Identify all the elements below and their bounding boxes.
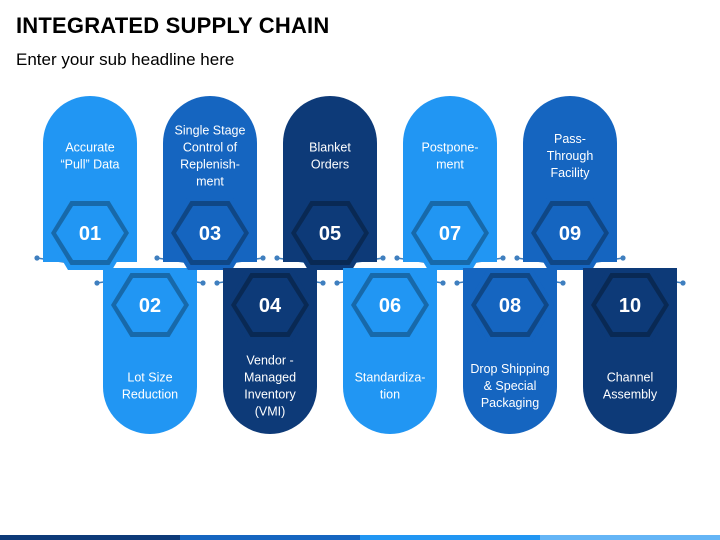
- hexagon-inner: [536, 206, 604, 260]
- step-label-line: Managed: [244, 371, 296, 385]
- step-label-line: Vendor -: [246, 354, 293, 368]
- footer-bar: [0, 535, 720, 540]
- step-label-line: Orders: [311, 158, 349, 172]
- step-label-line: “Pull” Data: [60, 158, 119, 172]
- hexagon-inner: [116, 278, 184, 332]
- step-label-line: Drop Shipping: [470, 362, 549, 376]
- step-number: 05: [319, 223, 341, 245]
- page-title: INTEGRATED SUPPLY CHAIN: [16, 13, 330, 38]
- connector-dot: [334, 280, 340, 286]
- connector-dot: [214, 280, 220, 286]
- connector-dot: [500, 255, 506, 261]
- step-label-line: Standardiza-: [355, 371, 426, 385]
- connector-dot: [154, 255, 160, 261]
- step-number: 07: [439, 223, 461, 245]
- step-label-line: Single Stage: [175, 124, 246, 138]
- hexagon-inner: [296, 206, 364, 260]
- connector-dot: [260, 255, 266, 261]
- step-number: 02: [139, 295, 161, 317]
- hexagon-inner: [416, 206, 484, 260]
- step-label-line: Postpone-: [422, 141, 479, 155]
- step-label-line: Replenish-: [180, 158, 240, 172]
- step-label-line: ment: [196, 175, 224, 189]
- connector-dot: [94, 280, 100, 286]
- hexagon-inner: [236, 278, 304, 332]
- step-label-line: Blanket: [309, 141, 351, 155]
- hexagon-inner: [56, 206, 124, 260]
- connector-dot: [620, 255, 626, 261]
- step-label-line: Accurate: [65, 141, 114, 155]
- step-number: 04: [259, 295, 282, 317]
- connector-dot: [514, 255, 520, 261]
- step-label-line: ment: [436, 158, 464, 172]
- hexagon-inner: [476, 278, 544, 332]
- step-label-line: Packaging: [481, 396, 539, 410]
- step-label-line: Assembly: [603, 388, 658, 402]
- step-label-line: Through: [547, 149, 594, 163]
- step-number: 01: [79, 223, 101, 245]
- step-label-line: Facility: [551, 166, 591, 180]
- connector-dot: [394, 255, 400, 261]
- connector-dot: [320, 280, 326, 286]
- step-number: 03: [199, 223, 221, 245]
- connector-dot: [380, 255, 386, 261]
- hexagon-inner: [356, 278, 424, 332]
- hexagon-inner: [176, 206, 244, 260]
- step-card-01: 01 Accurate “Pull” Data: [43, 96, 137, 270]
- step-label-line: Channel: [607, 371, 654, 385]
- connector-dot: [680, 280, 686, 286]
- step-label-line: (VMI): [255, 405, 286, 419]
- step-label-line: Reduction: [122, 388, 178, 402]
- step-number: 10: [619, 295, 641, 317]
- step-label-line: tion: [380, 388, 400, 402]
- step-number: 09: [559, 223, 581, 245]
- step-number: 08: [499, 295, 521, 317]
- step-label-line: Control of: [183, 141, 238, 155]
- step-label-line: & Special: [484, 379, 537, 393]
- connector-dot: [560, 280, 566, 286]
- page-subtitle: Enter your sub headline here: [16, 50, 235, 69]
- step-label-line: Lot Size: [127, 371, 172, 385]
- connector-dot: [274, 255, 280, 261]
- step-card-07: 07 Postpone-ment: [403, 96, 497, 270]
- connector-dot: [454, 280, 460, 286]
- step-number: 06: [379, 295, 401, 317]
- hexagon-inner: [596, 278, 664, 332]
- connector-dot: [440, 280, 446, 286]
- connector-dot: [34, 255, 40, 261]
- connector-dot: [200, 280, 206, 286]
- step-label-line: Pass-: [554, 132, 586, 146]
- step-label-line: Inventory: [244, 388, 296, 402]
